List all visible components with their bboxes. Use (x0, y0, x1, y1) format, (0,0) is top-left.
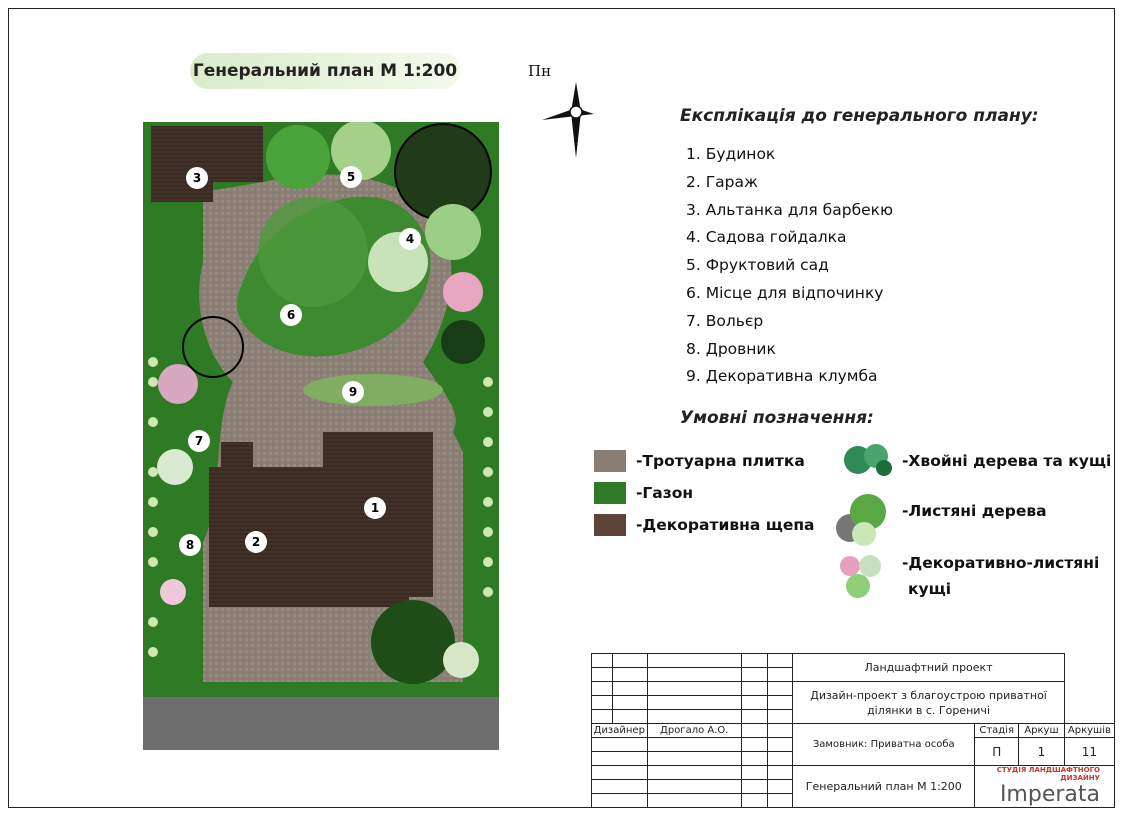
stage-label: Стадія (974, 723, 1020, 738)
deciduous-tree (157, 449, 193, 485)
deciduous-icon (836, 494, 886, 546)
logo-small: СТУДІЯ ЛАНДШАФТНОГО ДИЗАЙНУ (996, 766, 1100, 782)
mulch-swatch (594, 514, 626, 536)
compass-rose-icon (542, 82, 594, 158)
plan-number: 2 (252, 535, 260, 549)
legend-title: Умовні позначення: (680, 408, 874, 428)
deciduous-tree (331, 122, 391, 180)
hedge (148, 357, 493, 657)
deciduous-tree (443, 642, 479, 678)
customer: Замовник: Приватна особа (792, 723, 976, 766)
plan-number: 3 (193, 171, 201, 185)
sheets-value: 11 (1063, 737, 1116, 766)
explication-item: 6. Місце для відпочинку (686, 283, 884, 302)
drawing-frame (8, 8, 1115, 808)
studio-logo: СТУДІЯ ЛАНДШАФТНОГО ДИЗАЙНУ Imperata (974, 765, 1115, 808)
flowerbed (303, 374, 443, 406)
explication-item: 7. Вольєр (686, 311, 764, 330)
deciduous-tree (266, 125, 330, 189)
bbq-gazebo (151, 126, 263, 202)
legend-conifers: -Хвойні дерева та кущі (902, 452, 1112, 470)
explication-item: 4. Садова гойдалка (686, 228, 847, 247)
drawing-name: Генеральний план М 1:200 (792, 765, 976, 808)
designer-label: Дизайнер (591, 723, 648, 738)
explication-item: 2. Гараж (686, 172, 758, 191)
plan-number: 5 (347, 170, 355, 184)
explication-list: 1. Будинок 2. Гараж 3. Альтанка для барб… (686, 141, 893, 391)
paving-swatch (594, 450, 626, 472)
conifer-group (371, 600, 455, 684)
description-line2: ділянки в с. Гореничі (867, 703, 990, 717)
ornamental-bush (160, 579, 186, 605)
project-description: Дизайн-проект з благоустрою приватної ді… (792, 681, 1065, 724)
north-arrow: Пн (528, 62, 598, 162)
explication-item: 8. Дровник (686, 339, 776, 358)
plan-number: 6 (287, 308, 295, 322)
explication-item: 5. Фруктовий сад (686, 256, 829, 275)
legend-ornamental-line1: -Декоративно-листяні (902, 554, 1100, 572)
explication-title: Експлікація до генерального плану: (680, 106, 1039, 126)
explication-item: 1. Будинок (686, 145, 776, 163)
legend-mulch: -Декоративна щепа (636, 516, 815, 534)
conifer (441, 320, 485, 364)
sheet-label: Аркуш (1018, 723, 1065, 738)
explication-item: 9. Декоративна клумба (686, 367, 878, 386)
title-block: Ландшафтний проект Дизайн-проект з благо… (591, 653, 1116, 808)
logo-name: Imperata (999, 782, 1100, 807)
deciduous-tree (425, 204, 481, 260)
swing-tree (394, 123, 492, 221)
ornamental-bush (158, 364, 198, 404)
ornamental-bush (443, 272, 483, 312)
north-label: Пн (528, 62, 552, 80)
plan-number-markers: 1 2 3 4 5 6 7 8 9 (179, 166, 421, 556)
sheet-value: 1 (1018, 737, 1065, 766)
conifer-icon (844, 444, 892, 476)
legend-paving: -Тротуарна плитка (636, 452, 805, 470)
legend-deciduous: -Листяні дерева (902, 502, 1047, 520)
site-plan: 1 2 3 4 5 6 7 8 9 (143, 122, 499, 750)
street (143, 687, 499, 750)
plan-number: 7 (195, 434, 203, 448)
legend-lawn: -Газон (636, 484, 694, 502)
tree-big (258, 197, 368, 307)
legend-ornamental-line2: кущі (908, 580, 952, 598)
explication-item: 3. Альтанка для барбекю (686, 200, 894, 219)
plan-number: 4 (406, 232, 414, 246)
plan-number: 8 (186, 538, 194, 552)
stage-value: П (974, 737, 1020, 766)
project-type: Ландшафтний проект (792, 653, 1065, 682)
description-line1: Дизайн-проект з благоустрою приватної (810, 688, 1047, 702)
page-title: Генеральний план М 1:200 (190, 53, 460, 89)
sheets-label: Аркушів (1063, 723, 1116, 738)
plan-number: 9 (349, 385, 357, 399)
plan-number: 1 (371, 501, 379, 515)
designer-name: Дрогало А.О. (646, 723, 742, 738)
lawn-swatch (594, 482, 626, 504)
garage (209, 467, 409, 607)
ornamental-bush-icon (840, 555, 881, 598)
aviary-outline (182, 316, 244, 378)
